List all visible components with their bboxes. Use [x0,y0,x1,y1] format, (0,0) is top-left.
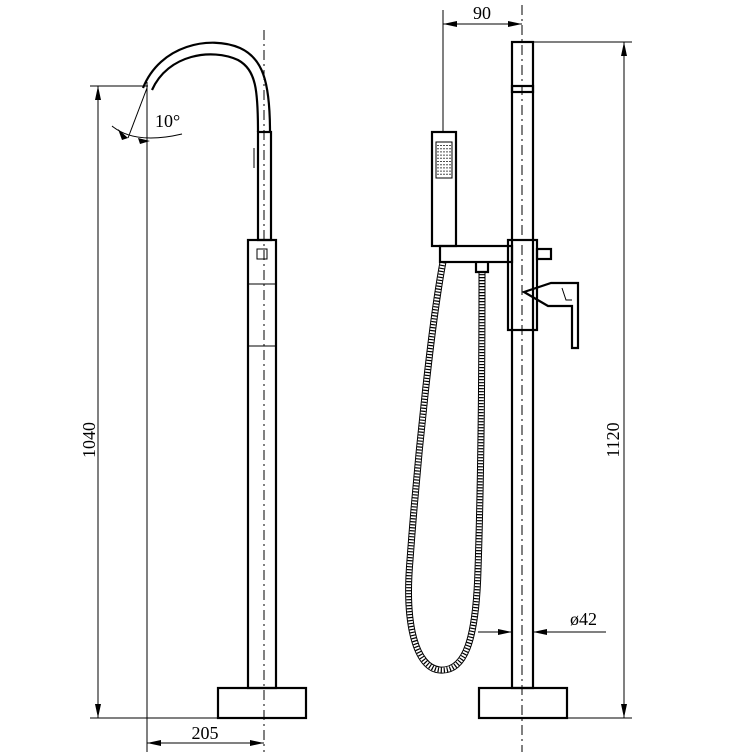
dim-205-arrow-left [147,740,161,746]
side-base-plate [216,686,308,720]
front-spray-nozzles [437,145,451,176]
dim-205-arrow-right [250,740,264,746]
angle-10-label: 10° [155,111,180,131]
dim-1120-label: 1120 [603,422,623,457]
front-diverter-knob [535,247,553,261]
side-gooseneck-outer [141,41,272,133]
dim-1040-arrow-bottom [95,704,101,718]
front-hose [406,261,485,673]
angle-10-arc [111,125,183,139]
dim-90-arrow-right [508,21,522,27]
front-lever-handle [521,281,580,350]
dim-1040-arrow-top [95,86,101,100]
angle-10-arrow [118,129,128,140]
front-view: 90 1120 ø42 [405,3,632,752]
side-diverter-button [256,248,268,260]
spout-angle-ref [127,87,148,139]
side-column [246,238,278,690]
front-handset [430,130,458,248]
dim-42-arrow-right [533,629,547,635]
side-gooseneck-inner [150,53,260,133]
dim-42-arrow-left [498,629,512,635]
dim-42-label: ø42 [570,609,597,629]
angle-10-arrow [138,138,150,144]
front-hose-edge-inner [411,261,480,668]
dim-1120-arrow-top [621,42,627,56]
dim-1120-arrow-bottom [621,704,627,718]
dim-90-arrow-left [443,21,457,27]
front-hose-edge-outer [405,261,486,674]
dim-90-label: 90 [473,3,491,23]
side-view: 1040 205 10° [79,30,308,752]
front-lever-detail [561,287,572,301]
front-base-plate [477,686,569,720]
front-hose-outlet [474,262,490,274]
dim-1040-label: 1040 [79,422,99,458]
front-holder-arm [438,244,514,264]
dim-205-label: 205 [192,723,219,743]
front-handset-spray-face [435,141,453,179]
